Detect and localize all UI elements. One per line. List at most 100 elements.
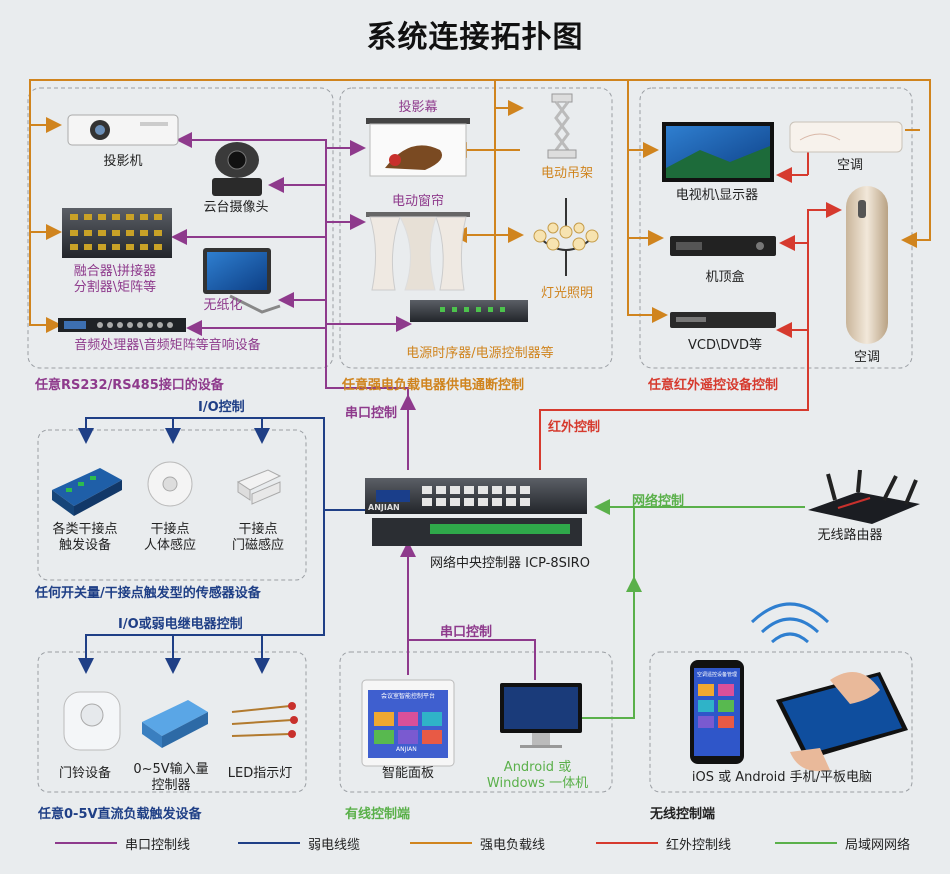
tv-illustration [662,122,774,182]
label-ac-wall: 空调 [836,158,863,173]
box-ir [639,87,913,369]
label-dry-contact-line1: 各类干接点 [52,522,118,537]
legend-label-ir: 红外控制线 [666,838,732,853]
label-sequencer: 电源时序器/电源控制器等 [406,346,554,361]
line-label-serial-bottom: 串口控制 [440,625,493,640]
serial-lines [171,132,536,680]
legend-swatch-power [410,842,472,844]
label-fusion-line1: 融合器\拼接器 [73,264,157,279]
legend-swatch-lan [775,842,837,844]
legend-label-serial: 串口控制线 [125,838,191,853]
label-door-line2: 门磁感应 [231,538,284,553]
label-curtain: 电动窗帘 [391,194,444,209]
wall-ac-illustration [789,121,903,153]
panel-header: 会议室智能控制平台 [380,693,435,700]
smart-panel-illustration [361,679,455,767]
group-label-power: 任意强电负载电器供电通断控制 [342,378,525,393]
label-door-line1: 干接点 [238,522,278,537]
input05-module-illustration [142,700,208,748]
line-label-io-relay: I/O或弱电继电器控制 [118,617,243,632]
ptz-camera-illustration [212,142,262,196]
door-sensor-illustration [236,469,282,505]
phone-header: 空调遥控设备管理 [696,672,737,678]
doorbell-illustration [63,691,121,751]
lan-lines [580,499,805,719]
label-projector: 投影机 [103,154,143,169]
label-audio: 音频处理器\音频矩阵等音响设备 [74,338,261,353]
tablet-illustration [776,672,908,772]
group-label-ir: 任意红外遥控设备控制 [648,378,779,393]
label-body-line2: 人体感应 [143,538,196,553]
box-wired [339,651,613,793]
curtain-illustration [366,212,470,291]
label-tv: 电视机\显示器 [675,188,759,203]
group-label-dc05: 任意0-5V直流负载触发设备 [38,807,202,822]
paperless-illustration [203,248,281,314]
legend: 串口控制线 弱电线缆 强电负载线 红外控制线 局域网网络 [0,830,950,860]
legend-label-power: 强电负载线 [480,838,546,853]
label-input05-line2: 控制器 [151,778,191,793]
label-ac-floor: 空调 [853,350,880,365]
legend-swatch-serial [55,842,117,844]
label-stb: 机顶盒 [705,270,745,285]
stb-illustration [670,236,776,256]
box-rs232 [27,87,334,369]
group-label-wireless: 无线控制端 [650,807,716,822]
label-screen: 投影幕 [398,100,438,115]
line-label-io: I/O控制 [198,400,245,415]
legend-label-weak: 弱电线缆 [308,838,361,853]
box-power [339,87,613,369]
label-fusion-line2: 分割器\矩阵等 [73,280,157,295]
audio-processor-illustration [58,318,186,332]
dry-contact-module-illustration [52,468,122,516]
label-mobile: iOS 或 Android 手机/平板电脑 [691,770,873,785]
weak-lines [78,417,372,674]
power-lines [29,79,931,333]
legend-swatch-weak [238,842,300,844]
label-panel: 智能面板 [381,766,434,781]
sequencer-illustration [410,300,528,322]
label-aio-line1: Android 或 [503,760,572,775]
label-hanger: 电动吊架 [540,166,593,181]
line-label-serial-top: 串口控制 [345,406,398,421]
chandelier-illustration [533,198,599,276]
dvd-illustration [670,312,776,328]
hanger-illustration [547,93,577,159]
box-wireless [649,651,913,793]
line-label-ir: 红外控制 [548,420,601,435]
group-boxes [27,87,913,793]
panel-brand: ANJIAN [396,746,417,753]
label-doorbell: 门铃设备 [58,766,111,781]
central-controller-illustration [365,478,587,546]
line-label-net: 网络控制 [632,494,685,509]
wifi-waves-icon [750,602,830,644]
label-ptz-camera: 云台摄像头 [203,200,269,215]
controller-brand: ANJIAN [368,503,400,512]
group-label-rs232: 任意RS232/RS485接口的设备 [35,378,224,393]
router-illustration [808,469,920,524]
fusion-matrix-illustration [62,208,172,258]
label-dry-contact-line2: 触发设备 [58,538,111,553]
phone-illustration [690,660,744,764]
legend-swatch-ir [596,842,658,844]
label-dvd: VCD\DVD等 [687,338,763,353]
legend-label-lan: 局域网网络 [845,838,911,853]
label-paperless: 无纸化 [203,298,243,313]
led-illustration [231,702,298,738]
group-label-sensor: 任何开关量/干接点触发型的传感器设备 [35,586,261,601]
label-led: LED指示灯 [227,766,293,781]
label-body-line1: 干接点 [150,522,190,537]
projection-screen-illustration [366,118,470,177]
box-sensor [37,429,307,581]
label-aio-line2: Windows 一体机 [486,776,589,791]
floor-ac-illustration [846,186,888,344]
group-label-wired: 有线控制端 [345,807,411,822]
label-router: 无线路由器 [817,528,883,543]
body-sensor-illustration [147,461,193,507]
projector-illustration [67,114,179,146]
page-title: 系统连接拓扑图 [366,20,584,55]
label-input05-line1: 0~5V输入量 [133,762,209,777]
label-controller: 网络中央控制器 ICP-8SIRO [430,556,590,571]
